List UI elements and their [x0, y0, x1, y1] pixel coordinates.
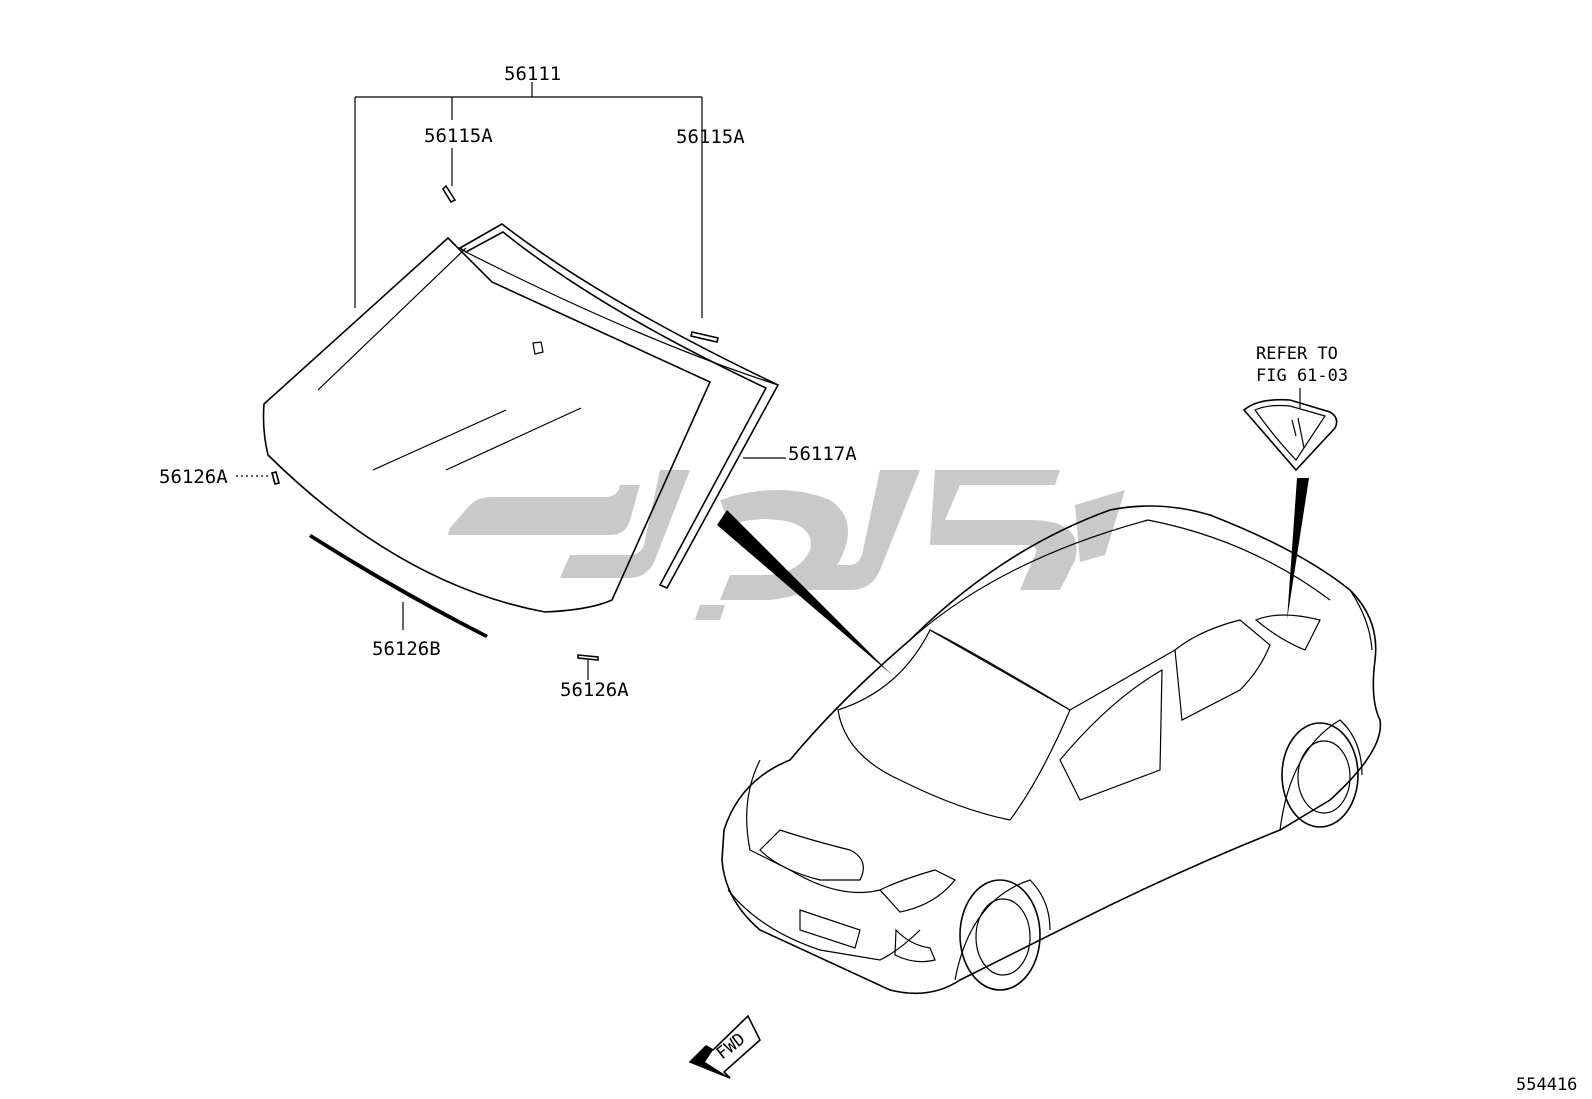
clip-part-right	[690, 331, 719, 343]
clip-part-left	[441, 184, 457, 204]
spacer-part-bottom	[577, 654, 599, 661]
label-dam-lower: 56126B	[372, 638, 441, 660]
label-assembly: 56111	[504, 63, 561, 85]
dam-part-lower	[309, 534, 488, 638]
reference-line-2: FIG 61-03	[1256, 366, 1348, 386]
reference-line-1: REFER TO	[1256, 344, 1338, 364]
windshield-moulding	[458, 223, 780, 590]
windshield-glass	[262, 236, 712, 613]
pointer-quarter-glass	[1287, 478, 1309, 620]
quarter-glass-icon	[1242, 398, 1338, 472]
label-moulding-side: 56117A	[788, 443, 857, 465]
fwd-arrow-icon: FWD	[688, 1014, 761, 1079]
spacer-part-left	[271, 471, 280, 485]
pointer-windshield	[717, 510, 892, 675]
label-clip-right: 56115A	[676, 126, 745, 148]
car-outline	[721, 505, 1382, 995]
assembly-bracket	[354, 82, 703, 318]
label-clip-left: 56115A	[424, 125, 493, 147]
figure-number: 554416	[1516, 1075, 1577, 1095]
label-spacer-bottom: 56126A	[560, 679, 629, 701]
label-spacer-left: 56126A	[159, 466, 228, 488]
watermark-logo	[448, 470, 1125, 620]
